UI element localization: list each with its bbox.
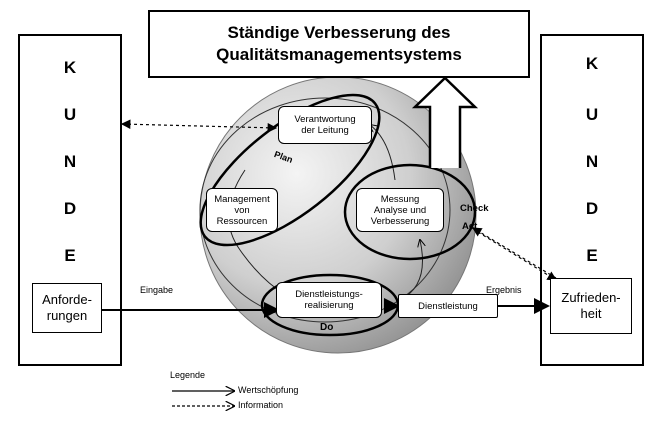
customer-right-letter: K xyxy=(585,54,599,73)
customer-right-panel: K U N D E xyxy=(540,34,644,366)
cycle-arc-top xyxy=(370,125,396,181)
requirements-box: Anforde- rungen xyxy=(32,283,102,333)
customer-left-letter: K xyxy=(63,58,77,77)
management-responsibility-node: Verantwortung der Leitung xyxy=(278,106,372,144)
customer-right-letter: D xyxy=(585,199,599,218)
customer-left-letter: E xyxy=(64,246,76,265)
customer-right-letter: N xyxy=(585,152,599,171)
act-label: Act xyxy=(462,221,478,232)
plan-ellipse xyxy=(199,93,381,247)
title-line-2: Qualitätsmanagementsystems xyxy=(216,45,462,64)
resource-management-node: Management von Ressourcen xyxy=(206,188,278,232)
customer-left-letter: N xyxy=(63,152,77,171)
customer-left-panel: K U N D E xyxy=(18,34,122,366)
improvement-up-arrow xyxy=(411,76,479,168)
customer-left-letter: D xyxy=(63,199,77,218)
title-box: Ständige Verbesserung des Qualitätsmanag… xyxy=(148,10,530,78)
do-label: Do xyxy=(320,322,334,333)
measurement-analysis-node: Messung Analyse und Verbesserung xyxy=(356,188,444,232)
service-realization-node: Dienstleistungs- realisierung xyxy=(276,282,382,318)
check-act-ellipse xyxy=(343,163,477,261)
legend-title: Legende xyxy=(170,370,206,380)
satisfaction-box: Zufrieden- heit xyxy=(550,278,632,334)
input-label: Eingabe xyxy=(140,285,174,295)
output-label: Ergebnis xyxy=(486,285,522,295)
legend-information-label: Information xyxy=(238,400,284,410)
cycle-arc xyxy=(199,97,451,323)
customer-left-letter: U xyxy=(63,105,77,124)
legend-value-flow-label: Wertschöpfung xyxy=(238,385,299,395)
title-line-1: Ständige Verbesserung des xyxy=(227,23,451,42)
customer-right-letter: U xyxy=(585,105,599,124)
check-label: Check xyxy=(460,203,489,214)
info-arrow-left xyxy=(120,119,278,133)
service-node: Dienstleistung xyxy=(398,294,498,318)
info-arrow-right xyxy=(471,227,557,279)
customer-right-letter: E xyxy=(586,246,598,265)
